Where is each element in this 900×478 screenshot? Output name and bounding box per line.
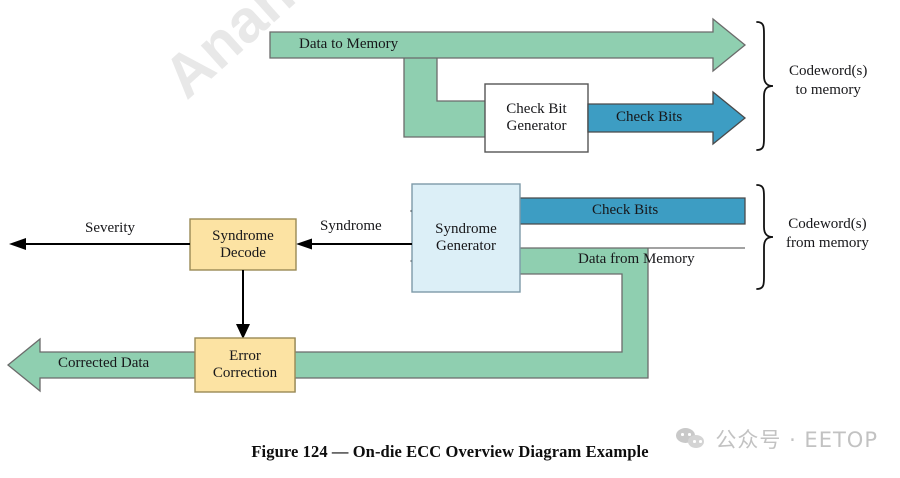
arrow-decode-to-correction-head: [236, 324, 250, 339]
arrow-severity-head: [9, 238, 26, 250]
arrow-data-to-memory: [269, 17, 747, 73]
brace-label-line2: from memory: [786, 234, 869, 251]
label-severity: Severity: [85, 220, 135, 236]
block-syndrome-decode: [189, 218, 297, 271]
eetop-watermark: 公众号 · EETOP: [676, 424, 878, 454]
label-corrected-data: Corrected Data: [58, 355, 150, 371]
figure-caption: Figure 124 — On-die ECC Overview Diagram…: [251, 442, 649, 461]
label-check-bits-out: Check Bits: [616, 109, 683, 125]
brace-codeword-to-memory: [756, 21, 774, 151]
brace-label-line1: Codeword(s): [788, 216, 867, 232]
label-codeword-from-memory: Codeword(s) from memory: [786, 215, 869, 253]
block-error-correction: [194, 337, 296, 393]
brace-label-line1: Codeword(s): [789, 63, 868, 79]
arrow-syndrome-head: [296, 238, 312, 250]
eetop-watermark-label: 公众号 · EETOP: [715, 428, 878, 452]
block-check-bit-generator: [484, 83, 589, 153]
label-data-from-memory: Data from Memory: [578, 251, 695, 267]
label-syndrome: Syndrome: [320, 218, 382, 234]
arrow-corrected-data: [6, 337, 196, 393]
label-data-to-memory: Data to Memory: [299, 36, 399, 52]
wechat-icon: [676, 427, 706, 451]
label-codeword-to-memory: Codeword(s) to memory: [789, 62, 867, 100]
block-syndrome-generator: [411, 183, 521, 293]
brace-codeword-from-memory: [756, 184, 774, 290]
brace-label-line2: to memory: [795, 81, 861, 98]
label-check-bits-in: Check Bits: [592, 202, 659, 218]
arrow-check-bits-out: [587, 90, 747, 146]
